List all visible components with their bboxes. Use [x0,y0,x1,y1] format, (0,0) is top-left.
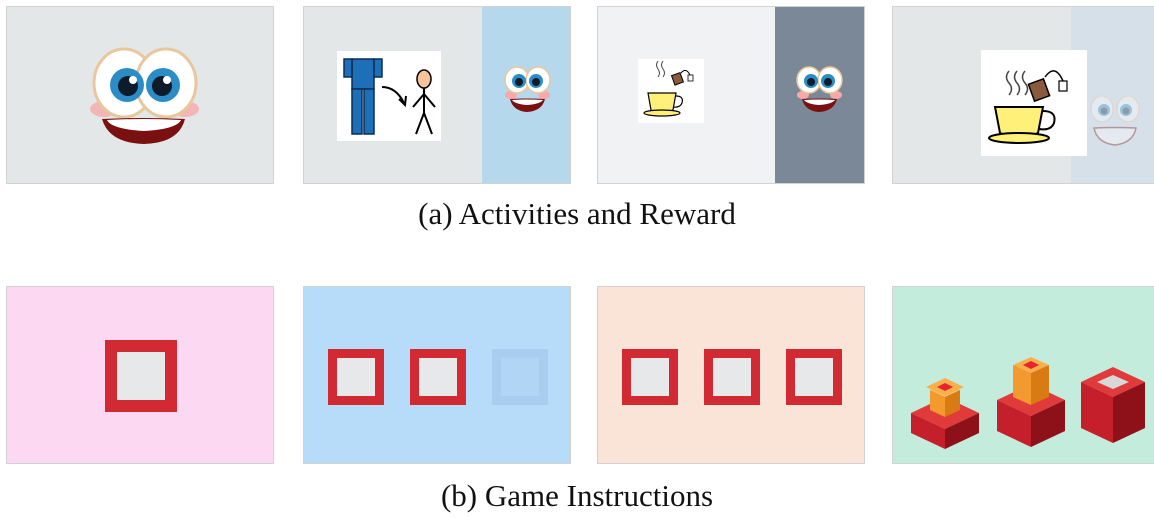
tea-cup-icon [988,70,1068,144]
side-panel-blue [482,7,570,183]
caption-activities-reward: (a) Activities and Reward [418,196,736,231]
red-square-icon [105,340,177,412]
smiling-face-icon [504,66,551,112]
red-square-icon [704,349,760,405]
side-panel-slate [775,7,864,183]
red-square-icon [328,349,384,405]
panel-pyjamas [303,6,571,184]
faded-square-icon [492,349,548,405]
stacked-blocks-icon [911,357,1145,449]
pyjamas-dressing-icon [343,58,436,135]
panel-three-squares [597,286,865,464]
panel-three-squares-faded [303,286,571,464]
panel-tea-small [597,6,865,184]
caption-game-instructions: (b) Game Instructions [440,478,714,513]
red-square-icon [786,349,842,405]
red-square-icon [622,349,678,405]
red-square-icon [410,349,466,405]
panel-one-square [6,286,274,464]
panel-face-large [6,6,274,184]
smiling-face-icon [90,47,199,144]
panel-stacked-blocks [892,286,1154,464]
smiling-face-icon [1090,95,1140,146]
panel-tea-large [892,6,1154,184]
tea-cup-icon [643,60,694,117]
smiling-face-icon [796,66,843,112]
